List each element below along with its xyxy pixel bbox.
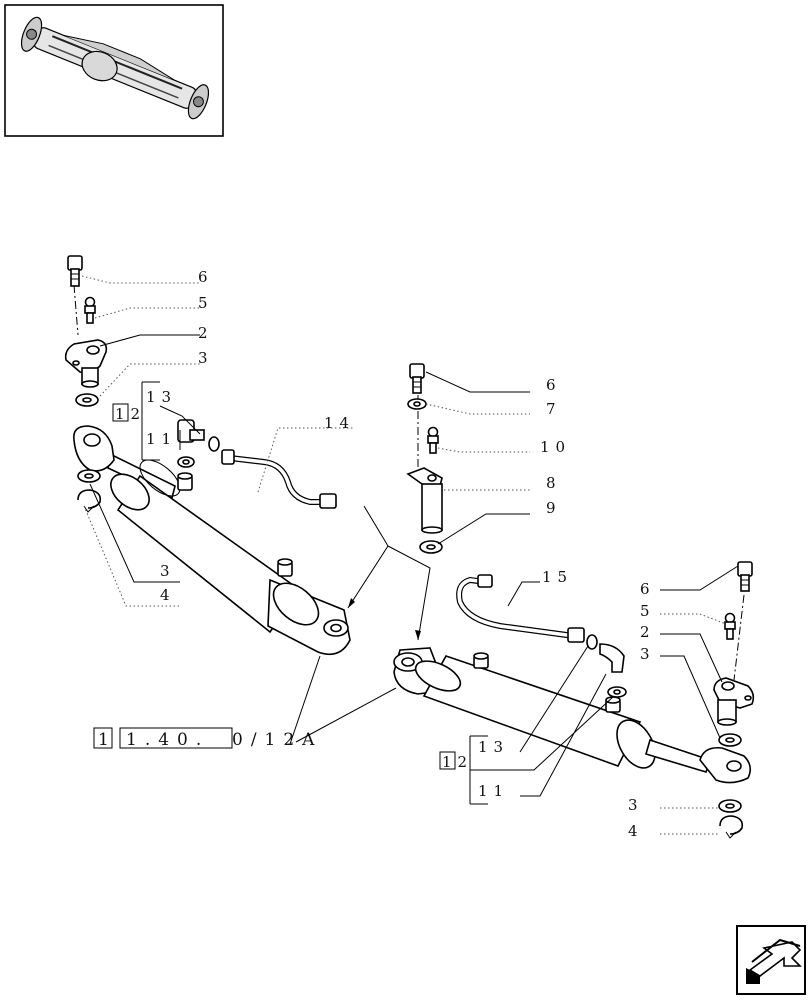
callout-8: 8 (546, 474, 562, 492)
centerline (733, 594, 745, 681)
callout-5: 5 (640, 602, 656, 620)
washer-part[interactable] (718, 733, 742, 747)
leader (660, 613, 727, 625)
reference-suffix: 0/12A (232, 730, 322, 750)
callout-4: 4 (628, 822, 644, 840)
leader (81, 275, 200, 284)
circlip-part[interactable] (719, 815, 744, 839)
next-page-arrow-icon[interactable] (736, 925, 806, 995)
leader (425, 403, 530, 415)
pin-plate-part[interactable] (64, 339, 108, 388)
callout-3: 3 (198, 349, 214, 367)
pin-plate-part[interactable] (406, 467, 443, 534)
callout-12: 12 (442, 753, 473, 771)
leader (660, 565, 739, 591)
leader (437, 447, 530, 453)
leader (83, 505, 180, 607)
rod-eye-part[interactable] (72, 425, 176, 500)
callout-2: 2 (198, 324, 214, 342)
hydraulic-cylinder-left[interactable] (104, 453, 351, 656)
washer-part[interactable] (407, 398, 427, 410)
callout-11: 11 (146, 430, 177, 448)
grease-nipple-part[interactable] (84, 296, 96, 324)
callout-6: 6 (198, 268, 214, 286)
arrowhead (348, 598, 355, 608)
leader (387, 545, 431, 641)
leader (99, 334, 200, 347)
arrowhead (415, 630, 421, 640)
elbow-fitting-part[interactable] (586, 634, 627, 698)
callout-13: 13 (146, 388, 177, 406)
leader (660, 655, 721, 739)
callout-3: 3 (640, 645, 656, 663)
leader (159, 405, 201, 435)
leader (470, 695, 615, 771)
washer-part[interactable] (77, 469, 101, 483)
leader (257, 427, 355, 493)
callout-15: 15 (542, 568, 573, 586)
leader (89, 483, 180, 583)
callout-14: 14 (324, 414, 355, 432)
callout-4: 4 (160, 586, 176, 604)
circlip-part[interactable] (77, 489, 102, 513)
callout-5: 5 (198, 294, 214, 312)
callout-7: 7 (546, 400, 562, 418)
callout-13: 13 (478, 738, 509, 756)
centerline (73, 284, 79, 336)
leader (94, 307, 200, 319)
reference-box-2: 1.40. (126, 730, 209, 750)
front-axle-thumbnail[interactable] (4, 4, 224, 137)
pin-plate-part[interactable] (713, 677, 755, 726)
hydraulic-pipe-part[interactable] (456, 574, 585, 643)
callout-3: 3 (628, 796, 644, 814)
leader (437, 513, 530, 545)
hydraulic-cylinder-right[interactable] (393, 647, 752, 784)
washer-part[interactable] (718, 799, 742, 813)
bolt-part[interactable] (737, 561, 753, 592)
grease-nipple-part[interactable] (427, 426, 439, 454)
callout-6: 6 (546, 376, 562, 394)
callout-11: 11 (478, 782, 509, 800)
washer-part[interactable] (419, 540, 443, 554)
callout-box (112, 403, 129, 422)
hydraulic-pipe-part[interactable] (221, 449, 337, 509)
bolt-part[interactable] (67, 255, 83, 287)
leader (520, 673, 607, 797)
callout-12: 12 (115, 405, 146, 423)
leader (660, 633, 723, 683)
leader (519, 645, 589, 753)
leader (507, 581, 540, 607)
washer-part[interactable] (75, 393, 99, 407)
callout-2: 2 (640, 623, 656, 641)
callout-6: 6 (640, 580, 656, 598)
grease-nipple-part[interactable] (724, 612, 736, 640)
elbow-fitting-part[interactable] (177, 419, 220, 468)
callout-10: 10 (540, 438, 571, 456)
callout-3: 3 (160, 562, 176, 580)
callout-9: 9 (546, 499, 562, 517)
callout-box (439, 751, 456, 770)
reference-callout[interactable]: 1 1.40. 0/12A (93, 655, 397, 750)
reference-box-1: 1 (98, 730, 117, 750)
leader (347, 505, 389, 609)
leader (425, 371, 530, 393)
bolt-part[interactable] (409, 363, 425, 394)
